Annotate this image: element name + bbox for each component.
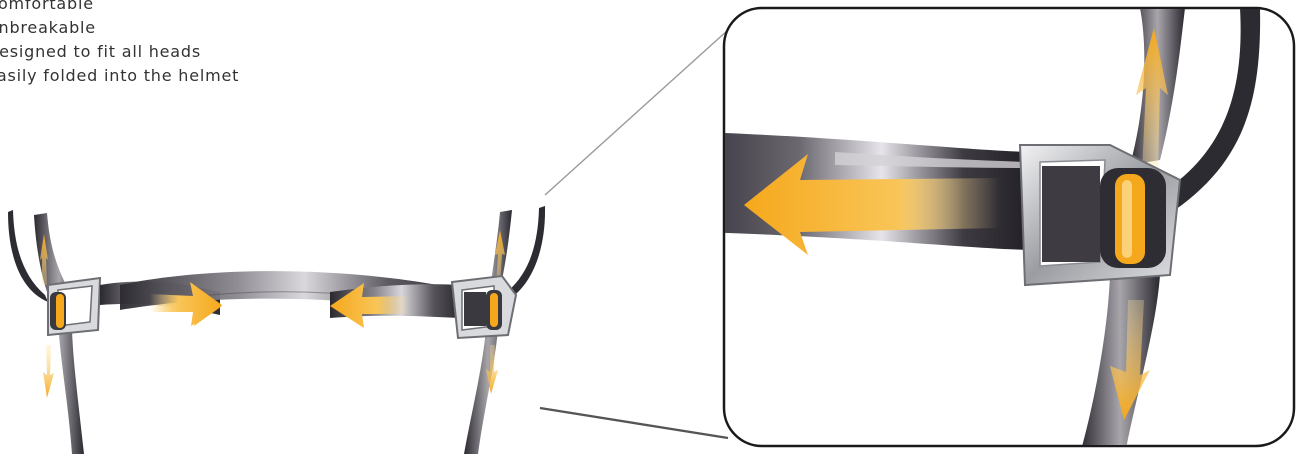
detail-left-arrow: [744, 154, 1000, 255]
callout-pointer-bottom: [539, 406, 729, 440]
right-strap-assembly: [330, 206, 546, 454]
center-strap-band: [120, 271, 455, 315]
feature-item-fit: Designed to fit all heads: [0, 42, 201, 61]
left-buckle: [47, 276, 102, 337]
right-up-arrow: [495, 230, 505, 285]
left-strap-assembly: [8, 210, 222, 454]
detail-callout: [722, 6, 1296, 448]
detail-up-arrow: [1136, 28, 1168, 172]
feature-item-folded: Easily folded into the helmet: [0, 66, 240, 85]
feature-list: Comfortable Unbreakable Designed to fit …: [0, 0, 239, 88]
right-outer-arc: [504, 206, 546, 300]
callout-pointer-top: [544, 29, 729, 196]
detail-down-arrow: [1110, 300, 1150, 420]
detail-buckle: [1018, 144, 1182, 287]
left-right-arrow-top: [150, 282, 222, 326]
right-left-arrow: [330, 283, 410, 328]
feature-item-comfortable: Comfortable: [0, 0, 94, 13]
feature-item-unbreakable: Unbreakable: [0, 18, 96, 37]
right-buckle: [450, 274, 518, 340]
left-down-arrow: [43, 345, 54, 398]
left-up-arrow: [40, 234, 48, 285]
right-down-arrow: [486, 345, 498, 394]
left-outer-arc: [8, 210, 48, 302]
